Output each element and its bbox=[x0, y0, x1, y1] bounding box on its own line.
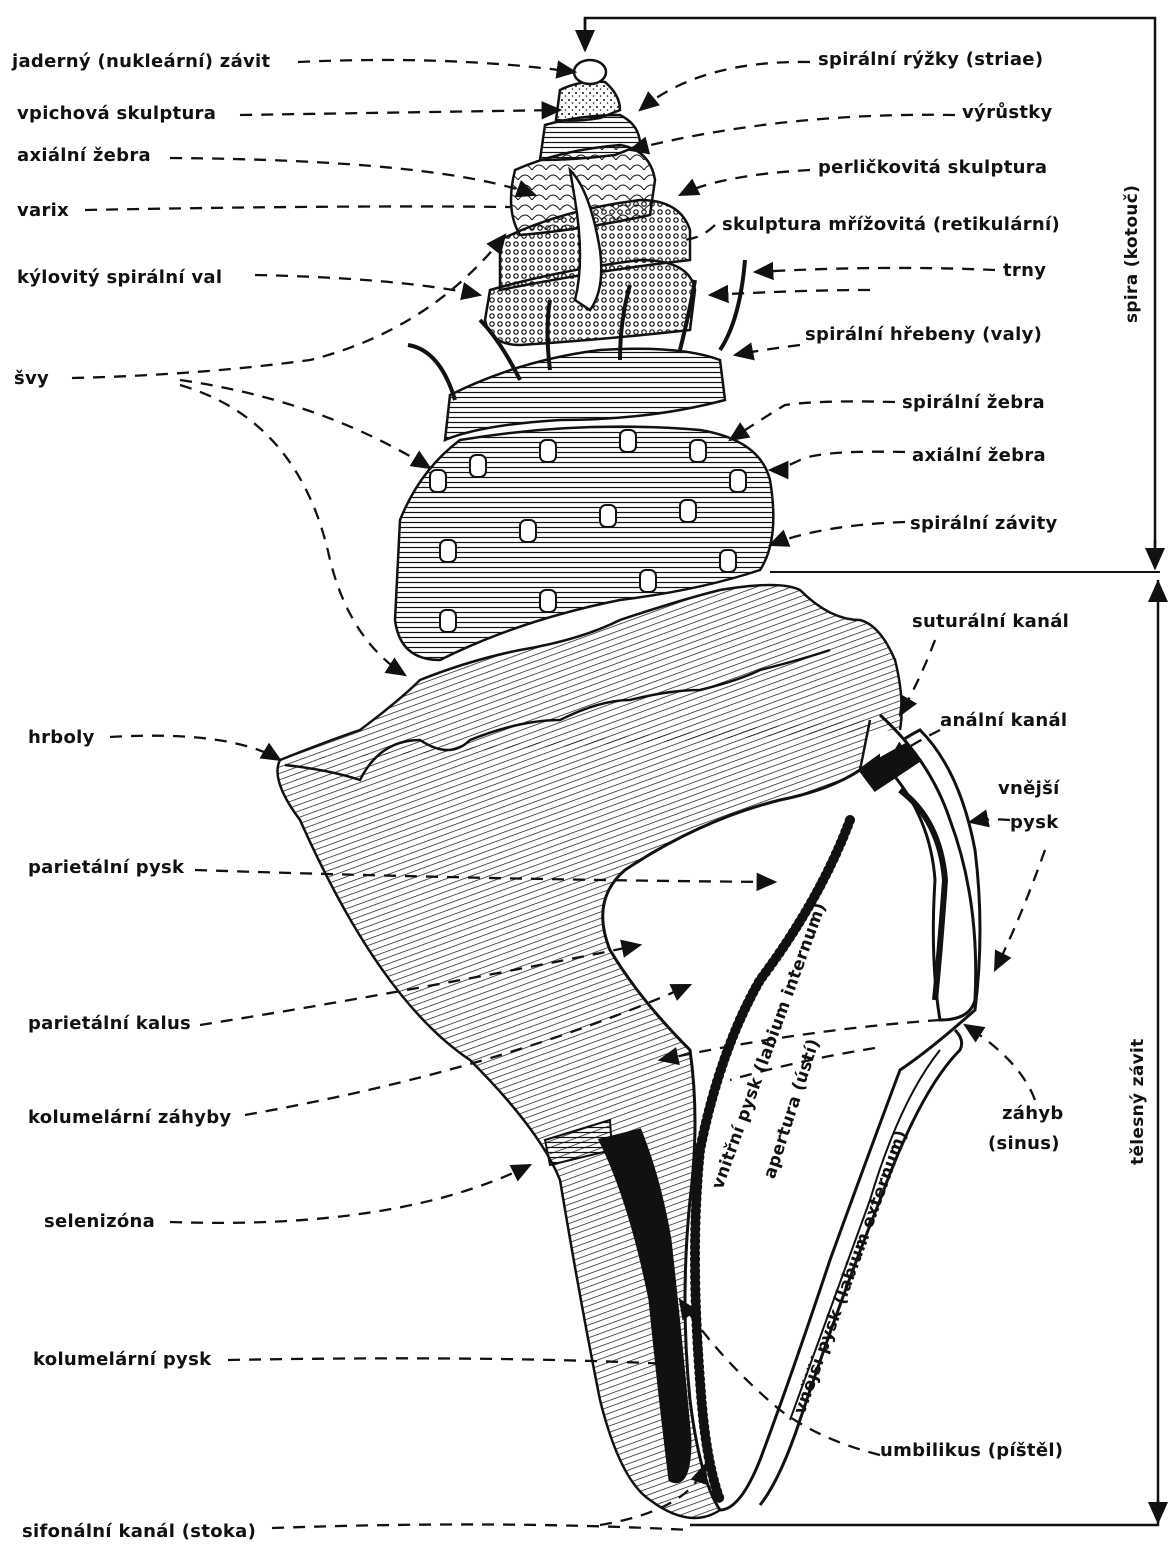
label-anal-canal: anální kanál bbox=[940, 711, 1067, 731]
label-axial-ribs-left: axiální žebra bbox=[17, 146, 151, 166]
label-parietal-lip: parietální pysk bbox=[28, 858, 184, 878]
label-outgrowths: výrůstky bbox=[962, 103, 1053, 123]
label-columellar-lip: kolumelární pysk bbox=[33, 1350, 211, 1370]
label-nuclear-whorl: jaderný (nukleární) závit bbox=[12, 52, 270, 72]
label-selenizone: selenizóna bbox=[44, 1212, 155, 1232]
label-spira: spira (kotouč) bbox=[1122, 185, 1142, 323]
label-spiral-ribs: spirální žebra bbox=[902, 393, 1045, 413]
label-parietal-callus: parietální kalus bbox=[28, 1014, 191, 1034]
label-body-whorl: tělesný závit bbox=[1128, 1038, 1148, 1165]
label-sinus: (sinus) bbox=[988, 1134, 1060, 1154]
label-spines: trny bbox=[1003, 261, 1046, 281]
label-spiral-ridges: spirální hřebeny (valy) bbox=[805, 325, 1042, 345]
label-varix: varix bbox=[17, 201, 69, 221]
label-reticulate-sculpture: skulptura mřížovitá (retikulární) bbox=[722, 215, 1060, 235]
label-puncture-sculpture: vpichová skulptura bbox=[17, 104, 216, 124]
label-axial-ribs-right: axiální žebra bbox=[912, 446, 1046, 466]
label-sutural-canal: suturální kanál bbox=[912, 612, 1069, 632]
spire bbox=[395, 60, 773, 660]
label-lip: pysk bbox=[1010, 813, 1059, 833]
label-keeled-spiral-cord: kýlovitý spirální val bbox=[17, 268, 222, 288]
shell-outline bbox=[278, 585, 981, 1518]
label-columellar-folds: kolumelární záhyby bbox=[28, 1108, 231, 1128]
label-sutures: švy bbox=[14, 369, 49, 389]
label-spiral-whorls: spirální závity bbox=[910, 514, 1058, 534]
label-spiral-striae: spirální rýžky (striae) bbox=[818, 50, 1043, 70]
label-umbilicus: umbilikus (píštěl) bbox=[880, 1441, 1063, 1461]
label-beaded-sculpture: perličkovitá skulptura bbox=[818, 158, 1047, 178]
label-siphonal-canal: sifonální kanál (stoka) bbox=[22, 1522, 256, 1542]
label-fold: záhyb bbox=[1002, 1104, 1064, 1124]
label-tubercles: hrboly bbox=[28, 728, 95, 748]
label-outer: vnější bbox=[998, 779, 1060, 799]
